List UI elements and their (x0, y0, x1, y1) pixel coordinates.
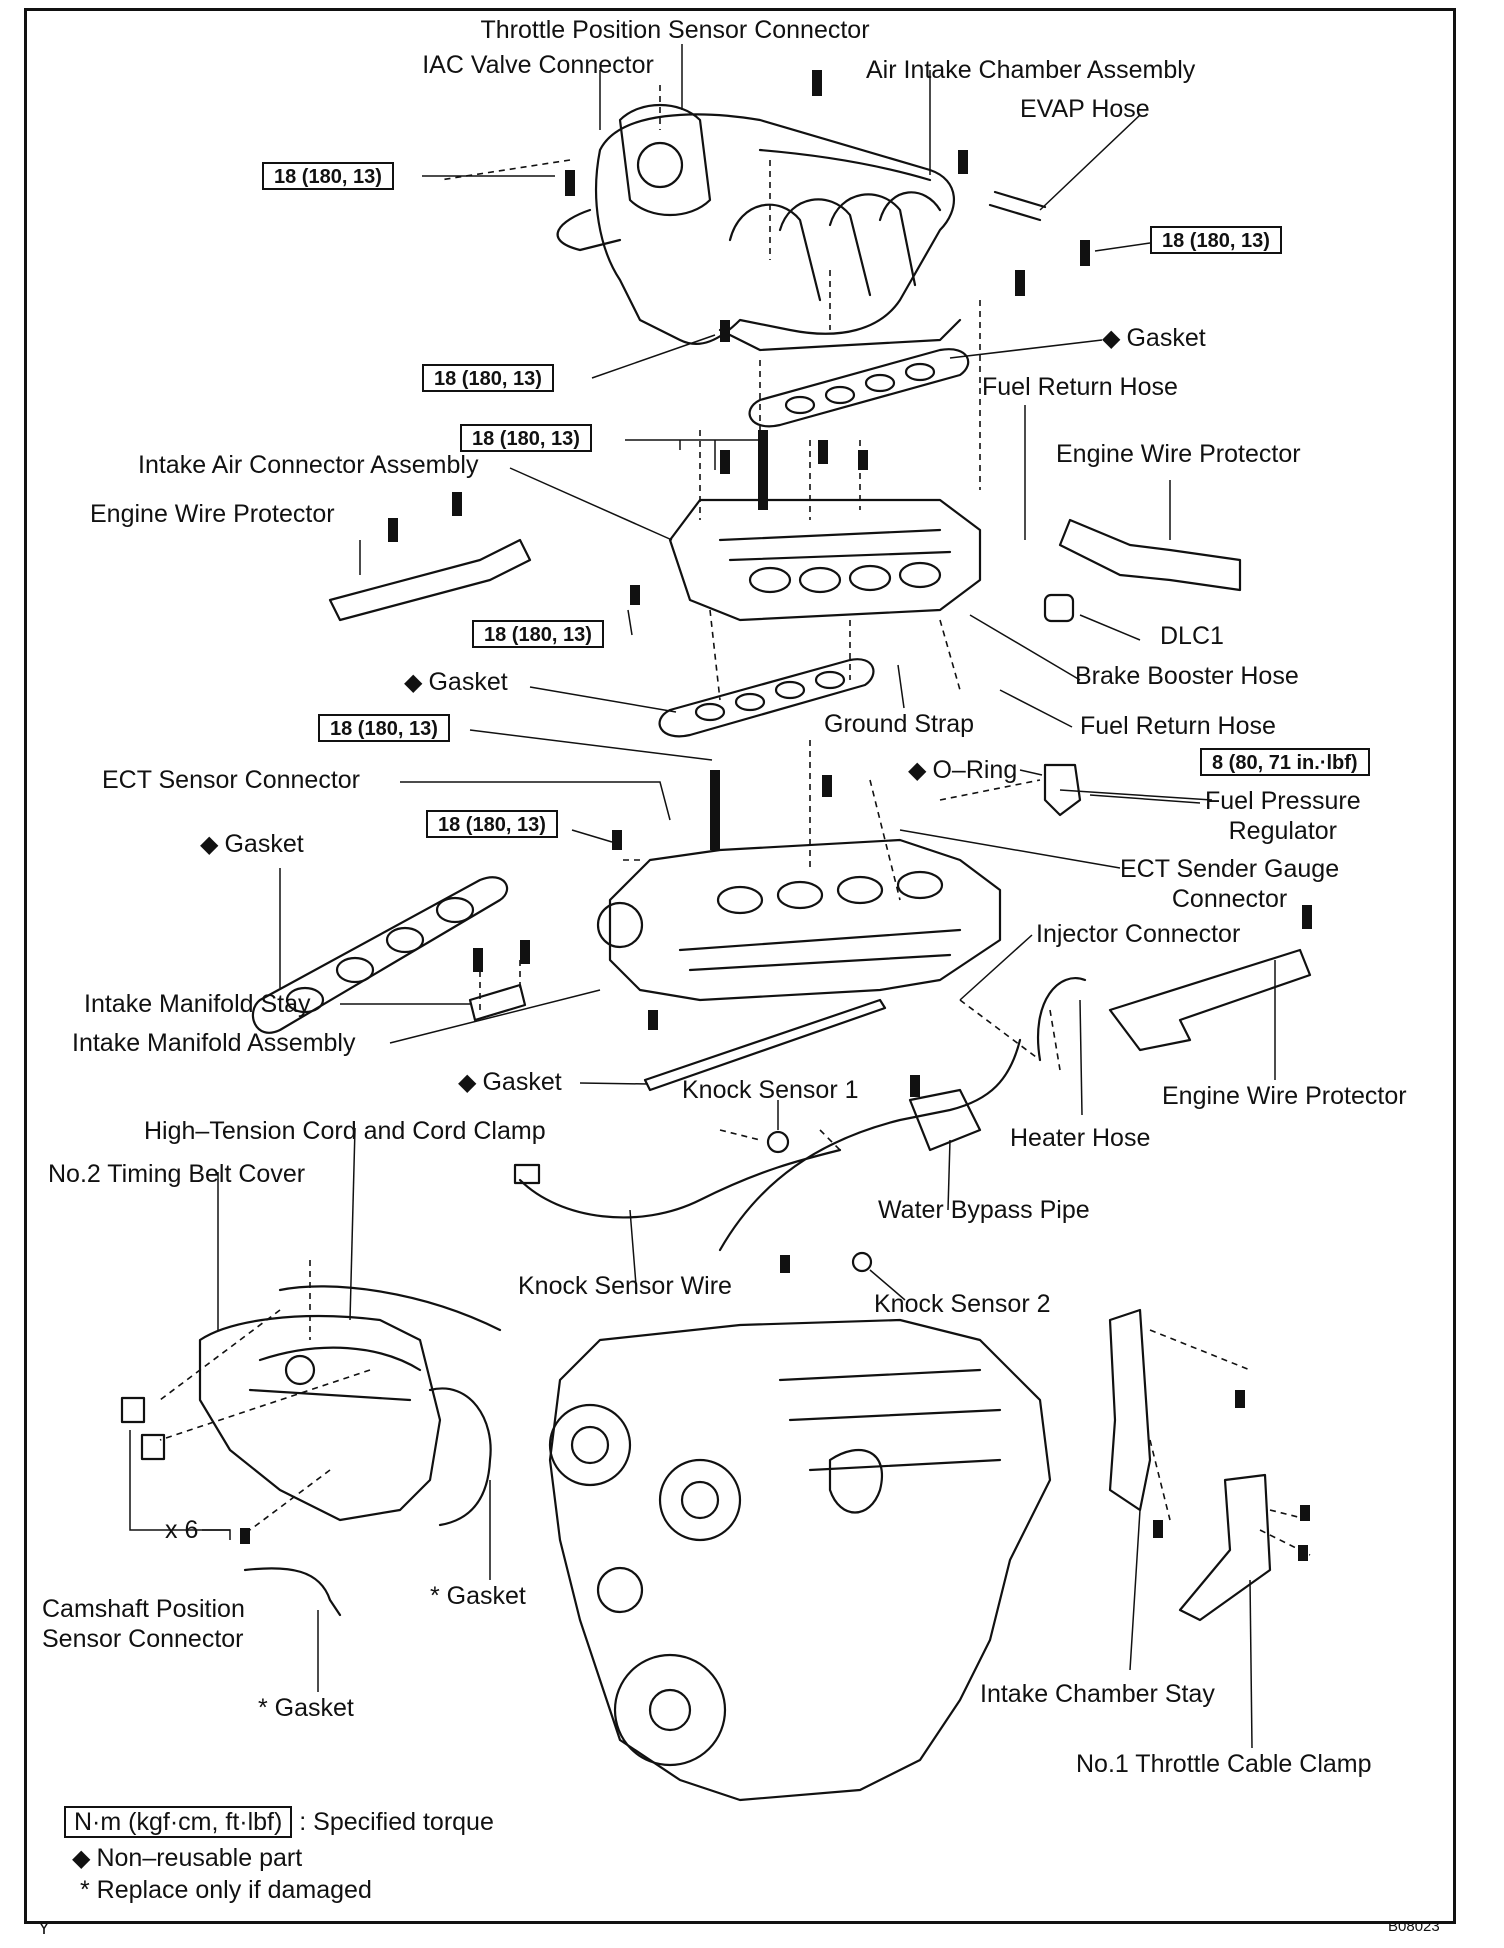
torque-box-6: 18 (180, 13) (318, 714, 450, 742)
legend-torque-text: : Specified torque (299, 1808, 494, 1836)
label-gasket-middle: ◆Gasket (404, 668, 508, 696)
diamond-icon: ◆ (458, 1069, 477, 1096)
label-no2-timing-belt-cover: No.2 Timing Belt Cover (48, 1160, 306, 1188)
lower-wire-protector-drawing (1108, 948, 1312, 1052)
torque-box-8nm: 8 (80, 71 in.·lbf) (1200, 748, 1370, 776)
air-intake-chamber-drawing (556, 103, 1047, 352)
label-intake-manifold-assembly: Intake Manifold Assembly (72, 1029, 356, 1057)
label-fuel-return-hose-lower: Fuel Return Hose (1080, 712, 1276, 740)
diamond-icon: ◆ (1102, 325, 1121, 352)
label-engine-wire-protector-lower: Engine Wire Protector (1162, 1082, 1407, 1110)
torque-box-3: 18 (180, 13) (422, 364, 554, 392)
torque-box-2: 18 (180, 13) (1150, 226, 1282, 254)
label-knock-sensor-wire: Knock Sensor Wire (518, 1272, 732, 1300)
torque-box-4: 18 (180, 13) (460, 424, 592, 452)
thin-gasket-drawing (643, 998, 887, 1092)
leader-lines (202, 44, 1276, 1749)
label-intake-chamber-stay: Intake Chamber Stay (980, 1680, 1215, 1708)
label-gasket-upper: ◆Gasket (1102, 324, 1206, 352)
label-engine-wire-protector-left: Engine Wire Protector (90, 500, 335, 528)
engine-block-drawing (548, 1318, 1052, 1802)
bolts (240, 70, 1312, 1561)
label-no1-throttle-cable-clamp: No.1 Throttle Cable Clamp (1076, 1750, 1372, 1778)
legend-replace: * Replace only if damaged (80, 1876, 372, 1904)
label-ect-sensor-connector: ECT Sensor Connector (102, 766, 360, 794)
knock-sensor-wire-drawing (518, 1148, 842, 1219)
timing-belt-cover-drawing (198, 1285, 502, 1527)
diamond-icon: ◆ (72, 1845, 91, 1872)
label-star-gasket-cover: * Gasket (430, 1582, 526, 1610)
diamond-icon: ◆ (404, 669, 423, 696)
label-fuel-pressure-regulator: Fuel Pressure Regulator (1205, 787, 1361, 845)
fuel-pressure-regulator-drawing (1043, 763, 1082, 817)
left-gasket-drawing (251, 876, 509, 1034)
right-wire-protector-drawing (1058, 518, 1242, 592)
label-dlc1: DLC1 (1160, 622, 1224, 650)
left-wire-protector-drawing (328, 538, 532, 622)
label-water-bypass-pipe: Water Bypass Pipe (878, 1196, 1090, 1224)
intake-manifold-drawing (596, 838, 1002, 1002)
torque-box-1: 18 (180, 13) (262, 162, 394, 190)
label-iac-valve-connector: IAC Valve Connector (422, 51, 654, 79)
label-o-ring: ◆O–Ring (908, 756, 1018, 784)
label-gasket-thin: ◆Gasket (458, 1068, 562, 1096)
label-knock-sensor-1: Knock Sensor 1 (682, 1076, 859, 1104)
lower-small-gasket-drawing (243, 1567, 342, 1617)
heater-hose-drawing (1037, 977, 1087, 1062)
legend-non-reusable: ◆Non–reusable part (72, 1844, 303, 1872)
knock-sensor-2-drawing (851, 1251, 873, 1273)
diagram-frame (24, 8, 1456, 1924)
label-evap-hose: EVAP Hose (1020, 95, 1150, 123)
corner-code-left: Y (38, 1918, 51, 1938)
legend-torque: N·m (kgf·cm, ft·lbf) : Specified torque (64, 1806, 494, 1838)
intake-manifold-stay-drawing (468, 983, 527, 1022)
camshaft-connector-lower (140, 1433, 166, 1461)
label-ground-strap: Ground Strap (824, 710, 975, 738)
legend-torque-box: N·m (kgf·cm, ft·lbf) (64, 1806, 293, 1838)
label-knock-sensor-2: Knock Sensor 2 (874, 1290, 1051, 1318)
knock-sensor-1-drawing (766, 1130, 790, 1154)
dlc1-drawing (1043, 593, 1075, 623)
label-brake-booster-hose: Brake Booster Hose (1075, 662, 1299, 690)
upper-gasket-drawing (748, 348, 970, 428)
intake-chamber-stay-drawing (1108, 1308, 1152, 1512)
label-throttle-position-sensor-connector: Throttle Position Sensor Connector (480, 16, 870, 44)
label-gasket-left: ◆Gasket (200, 830, 304, 858)
label-fuel-return-hose-upper: Fuel Return Hose (982, 373, 1178, 401)
label-intake-air-connector-assembly: Intake Air Connector Assembly (138, 451, 479, 479)
label-star-gasket-lower: * Gasket (258, 1694, 354, 1722)
label-ect-sender-gauge-connector: ECT Sender Gauge Connector (1120, 855, 1340, 913)
label-camshaft-position-sensor-connector: Camshaft Position Sensor Connector (42, 1595, 245, 1653)
diamond-icon: ◆ (908, 757, 927, 784)
intake-air-connector-drawing (668, 498, 982, 622)
label-air-intake-chamber-assembly: Air Intake Chamber Assembly (866, 56, 1196, 84)
label-heater-hose: Heater Hose (1010, 1124, 1151, 1152)
label-x6: x 6 (165, 1516, 199, 1544)
water-bypass-pipe-drawing (718, 1038, 1022, 1252)
torque-box-7: 18 (180, 13) (426, 810, 558, 838)
diamond-icon: ◆ (200, 831, 219, 858)
label-engine-wire-protector-right: Engine Wire Protector (1056, 440, 1301, 468)
label-intake-manifold-stay: Intake Manifold Stay (84, 990, 311, 1018)
camshaft-connector-upper (120, 1396, 146, 1424)
label-injector-connector: Injector Connector (1036, 920, 1241, 948)
middle-gasket-drawing (658, 658, 875, 738)
torque-box-5: 18 (180, 13) (472, 620, 604, 648)
throttle-cable-clamp-drawing (1178, 1473, 1272, 1622)
label-high-tension-cord: High–Tension Cord and Cord Clamp (144, 1117, 546, 1145)
figure-code: B08023 (1388, 1918, 1440, 1935)
